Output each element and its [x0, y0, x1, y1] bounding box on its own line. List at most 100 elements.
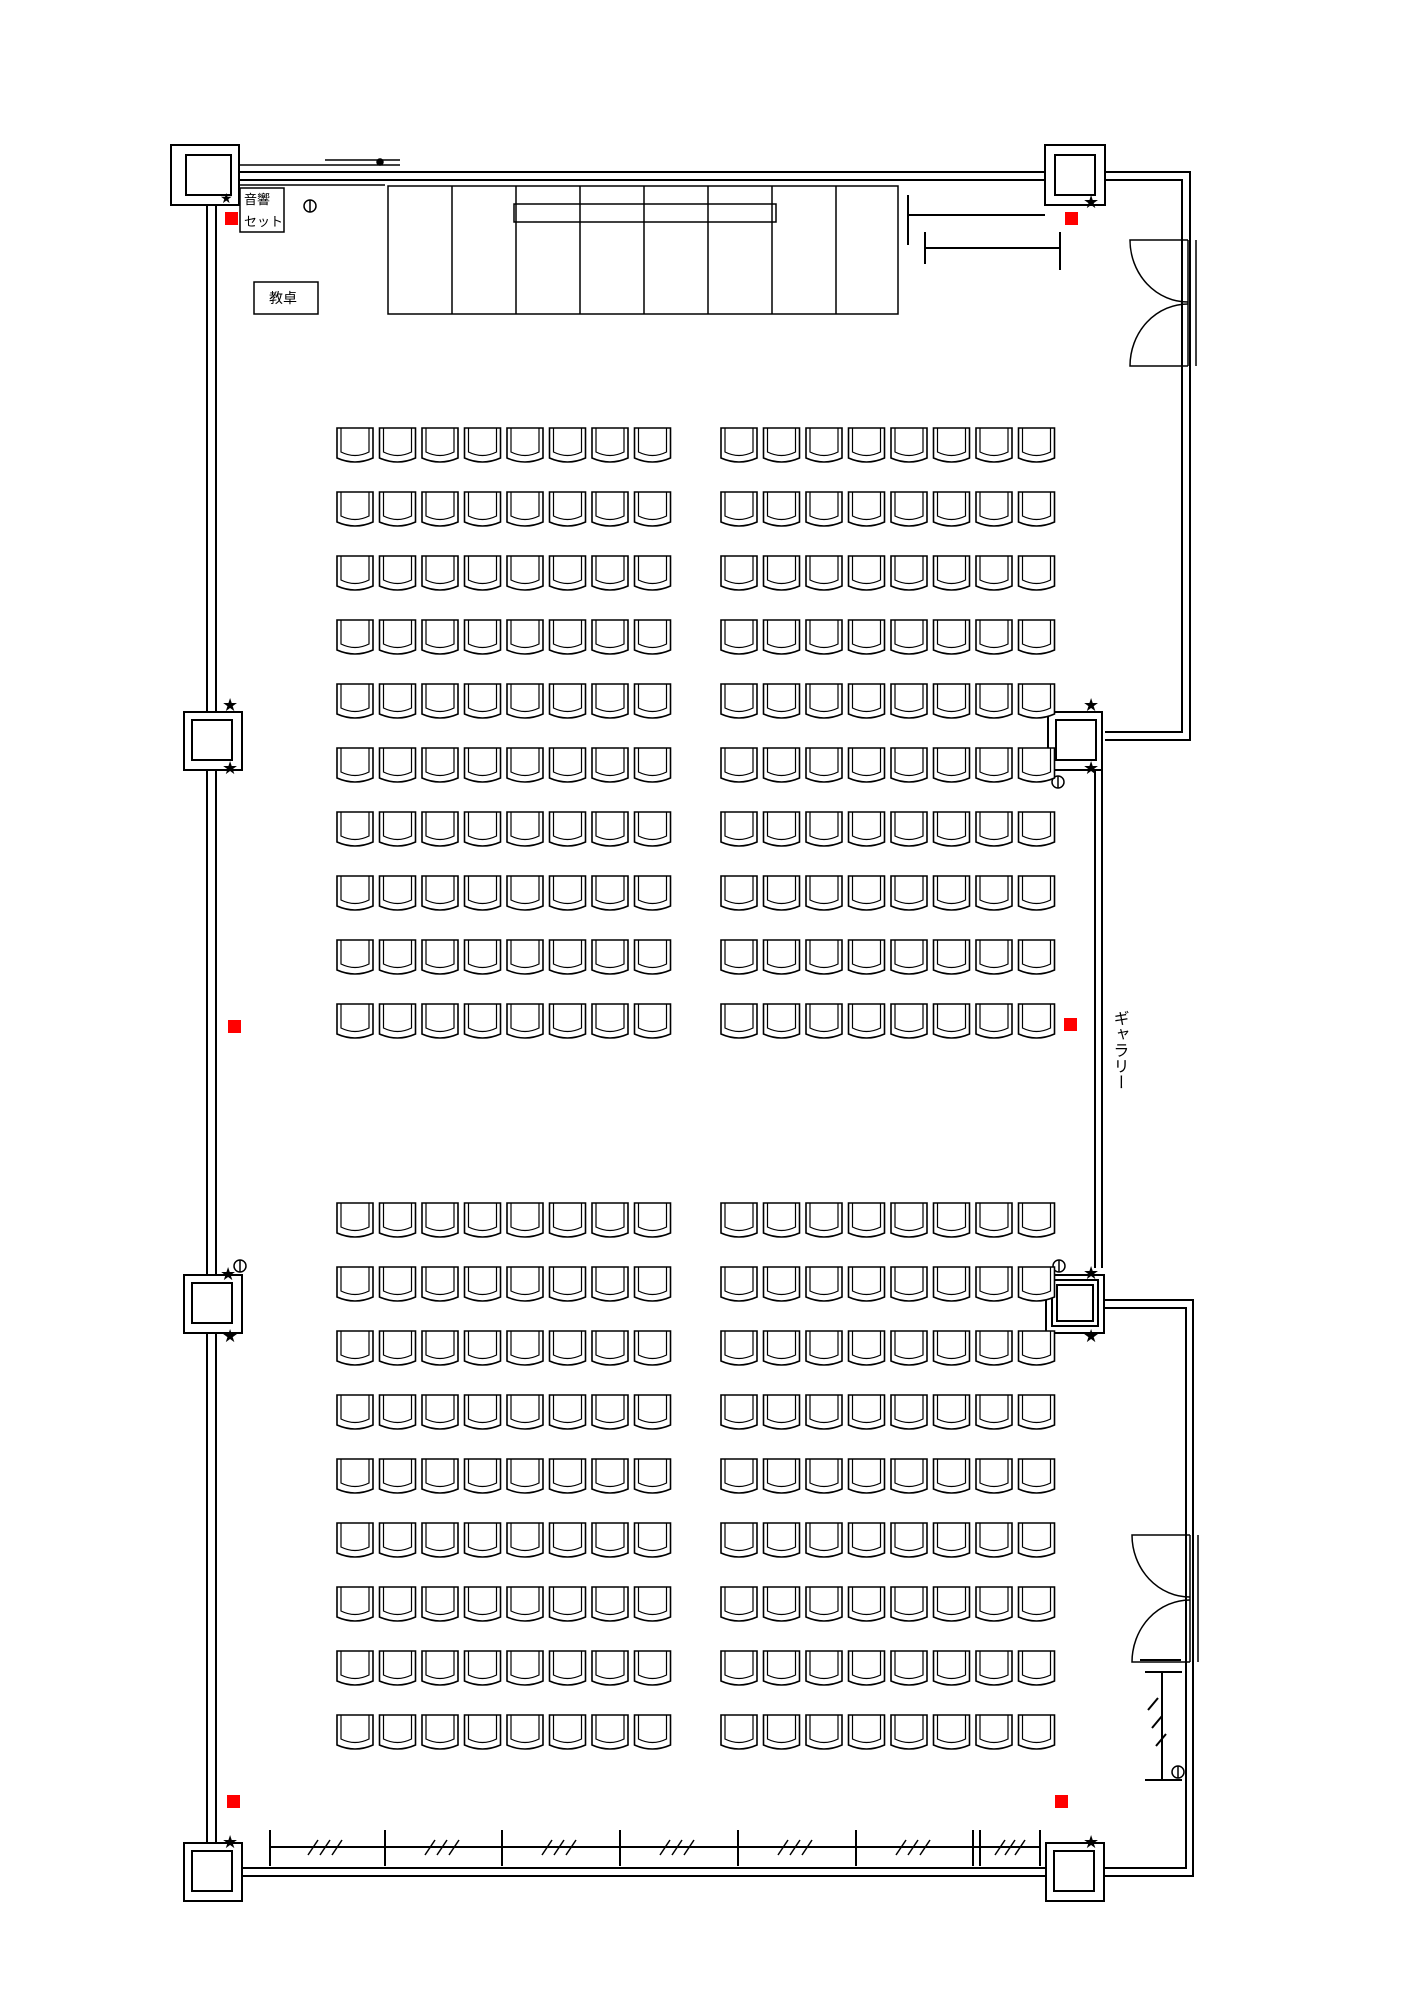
star-icon: ★	[1083, 1832, 1099, 1853]
seat	[890, 1330, 928, 1366]
seat	[633, 1522, 672, 1558]
star-icon: ★	[1083, 192, 1099, 213]
seat	[591, 939, 629, 975]
seat	[720, 1330, 758, 1366]
seat	[805, 491, 843, 527]
seat	[548, 1394, 587, 1430]
outlet-icon	[1052, 1259, 1066, 1273]
seat	[378, 1266, 417, 1302]
seat	[463, 1522, 502, 1558]
column-mid2-right	[1045, 1274, 1105, 1334]
seat	[591, 811, 629, 847]
outlet-icon	[1171, 1765, 1185, 1779]
seat	[463, 747, 502, 783]
seat	[847, 1003, 886, 1039]
seat	[847, 491, 886, 527]
seat	[463, 1650, 502, 1686]
seat	[548, 1714, 587, 1750]
seat	[975, 491, 1013, 527]
seat	[336, 1330, 374, 1366]
seat	[847, 1394, 886, 1430]
seat	[762, 683, 801, 719]
seat	[932, 619, 971, 655]
walls	[206, 171, 1194, 1877]
seat	[1017, 1202, 1056, 1238]
seat	[463, 683, 502, 719]
seat	[633, 555, 672, 591]
seat	[762, 555, 801, 591]
seat	[932, 875, 971, 911]
seat	[975, 747, 1013, 783]
seat	[591, 875, 629, 911]
seat	[975, 1330, 1013, 1366]
seat	[847, 1458, 886, 1494]
seat	[506, 875, 544, 911]
seat	[506, 811, 544, 847]
star-icon: ★	[1083, 1263, 1099, 1284]
seat	[932, 1458, 971, 1494]
seat	[1017, 747, 1056, 783]
seat	[506, 619, 544, 655]
seat	[591, 491, 629, 527]
seat	[463, 1458, 502, 1494]
seat	[463, 811, 502, 847]
seat	[762, 939, 801, 975]
seat	[378, 811, 417, 847]
audio-set-label-line2: セット	[244, 215, 283, 230]
outlet-icon	[303, 199, 317, 213]
seat	[336, 939, 374, 975]
seat	[378, 1650, 417, 1686]
seat	[378, 875, 417, 911]
seat	[548, 875, 587, 911]
seat	[890, 619, 928, 655]
column-bottom-left	[183, 1842, 243, 1902]
seat	[591, 1202, 629, 1238]
seat	[421, 747, 459, 783]
seat	[591, 1330, 629, 1366]
star-icon: ★	[1083, 695, 1099, 716]
seat	[847, 1714, 886, 1750]
seat	[548, 1330, 587, 1366]
seat	[1017, 427, 1056, 463]
seat	[336, 1394, 374, 1430]
seat	[932, 1202, 971, 1238]
seat	[1017, 1003, 1056, 1039]
seat	[805, 875, 843, 911]
seat	[975, 939, 1013, 975]
seat	[633, 1394, 672, 1430]
seat	[890, 555, 928, 591]
seat	[506, 1714, 544, 1750]
seat	[890, 1266, 928, 1302]
seat	[421, 683, 459, 719]
seat	[336, 683, 374, 719]
red-marker	[1064, 1018, 1077, 1031]
seat	[975, 683, 1013, 719]
seat	[548, 1202, 587, 1238]
seat	[847, 1266, 886, 1302]
seat	[762, 1586, 801, 1622]
seat	[720, 555, 758, 591]
seat	[591, 1266, 629, 1302]
seat	[421, 491, 459, 527]
seat	[805, 683, 843, 719]
seat	[506, 491, 544, 527]
seat	[336, 491, 374, 527]
seat	[975, 1714, 1013, 1750]
seat	[336, 427, 374, 463]
seat	[336, 619, 374, 655]
stage	[387, 185, 899, 315]
seat	[847, 555, 886, 591]
seat	[805, 811, 843, 847]
seat	[975, 555, 1013, 591]
seat	[847, 875, 886, 911]
seat	[591, 1003, 629, 1039]
seat	[336, 1586, 374, 1622]
seat	[421, 1586, 459, 1622]
seat	[378, 619, 417, 655]
seat	[847, 1586, 886, 1622]
seat	[932, 811, 971, 847]
seat	[336, 1458, 374, 1494]
seat	[463, 1394, 502, 1430]
seat	[506, 1394, 544, 1430]
